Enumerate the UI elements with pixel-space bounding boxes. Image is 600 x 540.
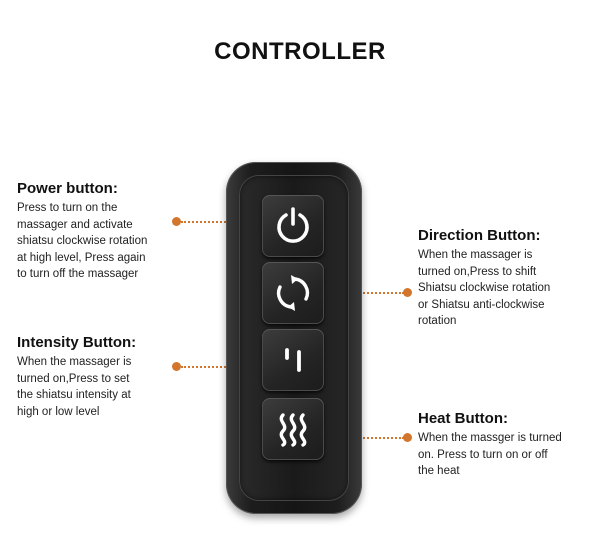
direction-button-description: When the massager is turned on,Press to … [418,249,551,327]
page-title: CONTROLLER [214,38,386,65]
power-button-description: Press to turn on the massager and activa… [17,202,148,280]
heat-button-label: Heat Button: When the massger is turned … [418,410,598,480]
heat-button-description: When the massger is turned on. Press to … [418,432,562,477]
power-button[interactable] [262,195,324,257]
intensity-button[interactable] [262,329,324,391]
intensity-button-heading: Intensity Button: [17,334,137,351]
power-button-label: Power button: Press to turn on the massa… [17,180,187,283]
intensity-leader-line [181,366,261,368]
direction-button-label: Direction Button: When the massager is t… [418,227,598,330]
heat-button[interactable] [262,398,324,460]
heat-button-heading: Heat Button: [418,410,508,427]
direction-leader-line [328,292,404,294]
intensity-button-label: Intensity Button: When the massager is t… [17,334,167,420]
heat-leader-line [328,437,404,439]
rotation-arrows-icon [271,271,315,315]
power-button-heading: Power button: [17,180,118,197]
intensity-button-description: When the massager is turned on,Press to … [17,356,132,418]
heat-waves-icon [271,407,315,451]
power-icon [271,204,315,248]
intensity-bars-icon [271,338,315,382]
direction-button-heading: Direction Button: [418,227,541,244]
direction-leader-dot [403,288,412,297]
intensity-leader-dot [172,362,181,371]
direction-button[interactable] [262,262,324,324]
power-leader-line [181,221,261,223]
remote-controller [226,162,362,514]
power-leader-dot [172,217,181,226]
heat-leader-dot [403,433,412,442]
